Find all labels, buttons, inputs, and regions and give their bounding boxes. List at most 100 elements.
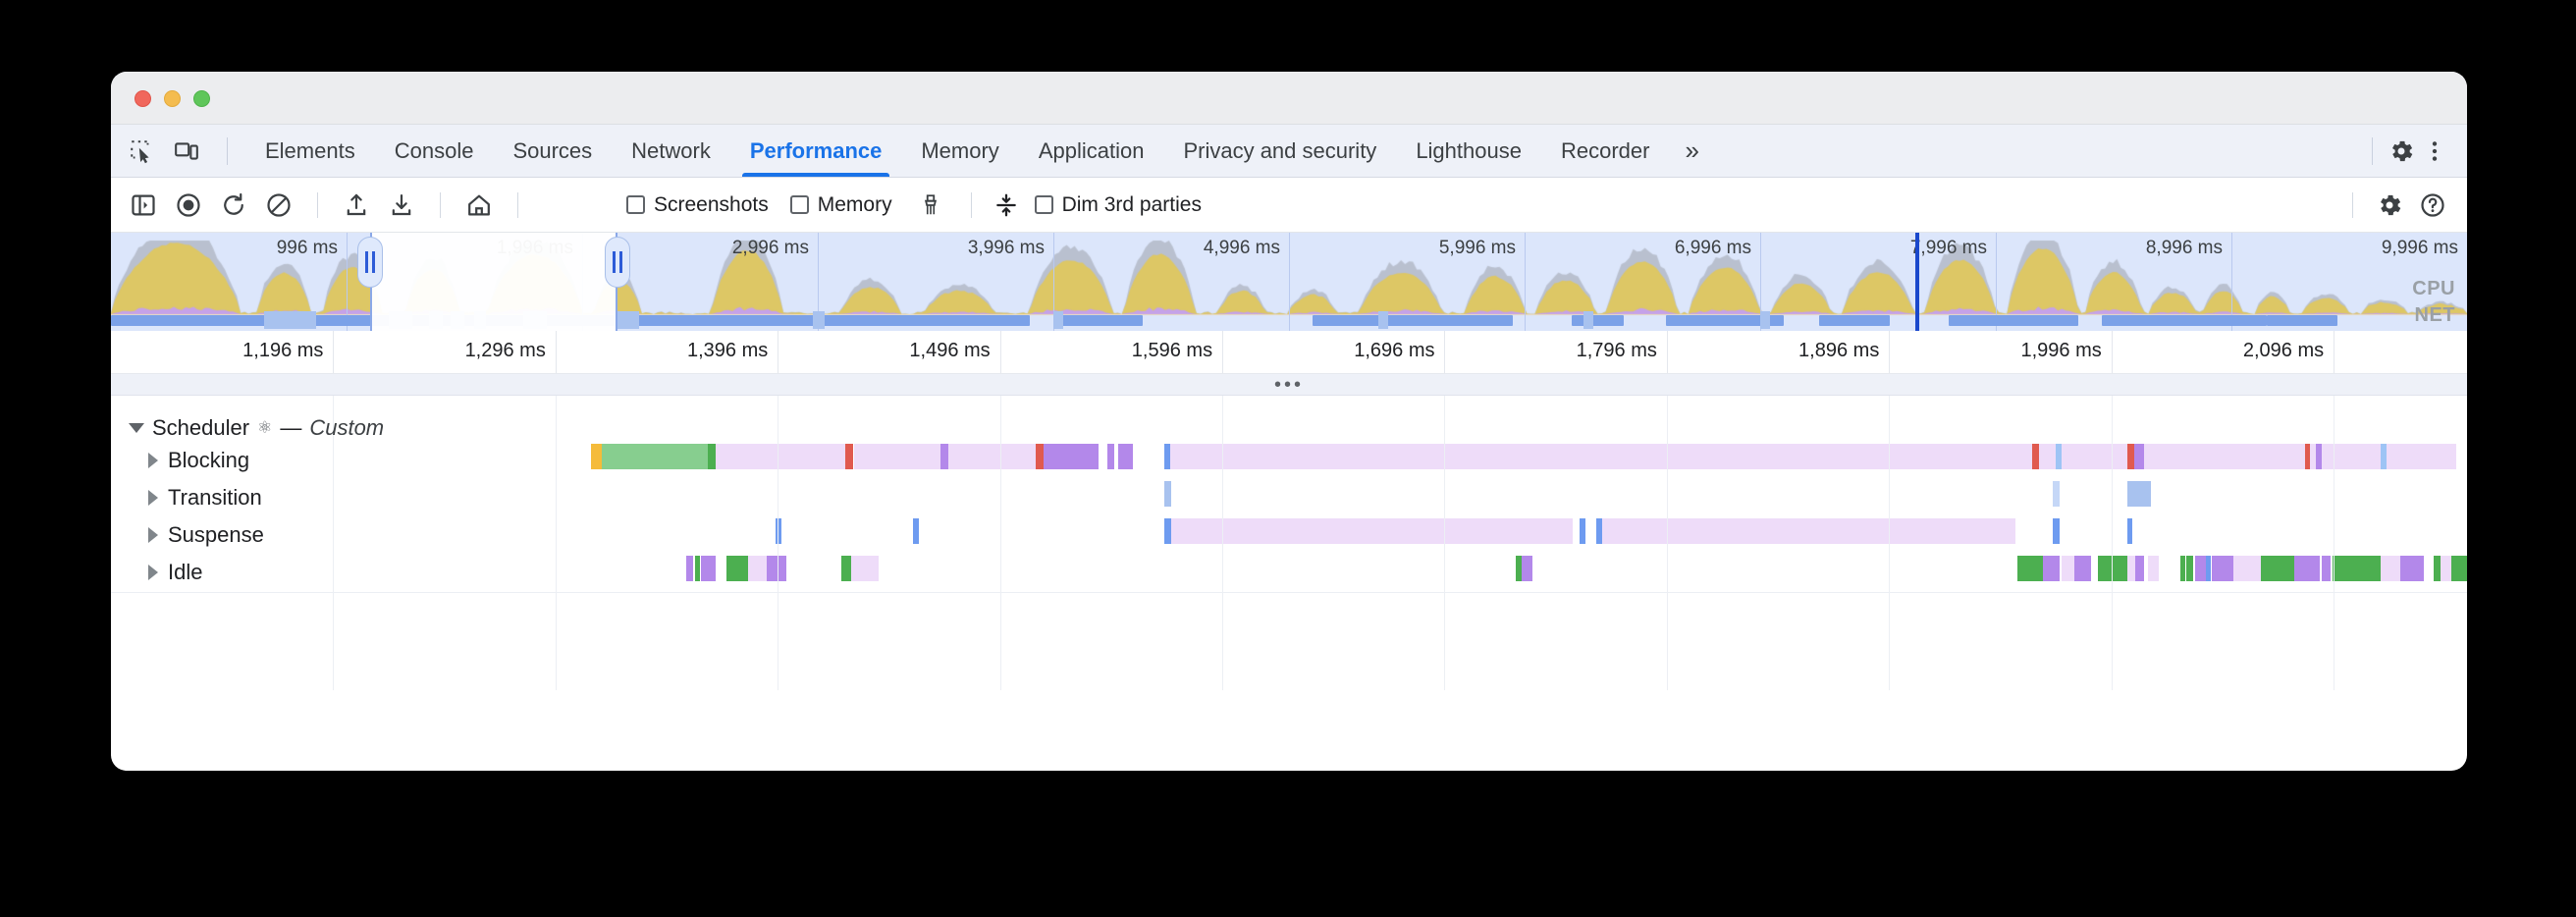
track-row-idle[interactable]: Idle xyxy=(148,560,202,585)
device-toolbar-icon[interactable] xyxy=(172,136,201,166)
flame-bar[interactable] xyxy=(1164,481,1170,507)
flame-bar[interactable] xyxy=(2381,556,2399,581)
flame-bar[interactable] xyxy=(841,556,852,581)
kebab-menu-icon[interactable] xyxy=(2420,136,2449,166)
flame-bar[interactable] xyxy=(1522,556,1532,581)
flame-bar[interactable] xyxy=(1170,444,2456,469)
tab-application[interactable]: Application xyxy=(1019,125,1164,177)
flame-bar[interactable] xyxy=(2127,481,2151,507)
flame-bar[interactable] xyxy=(2127,556,2136,581)
flame-bar[interactable] xyxy=(2127,518,2132,544)
overview-selection[interactable] xyxy=(111,233,2467,331)
tab-lighthouse[interactable]: Lighthouse xyxy=(1396,125,1541,177)
flame-bar[interactable] xyxy=(2206,556,2211,581)
flame-bar[interactable] xyxy=(948,444,1035,469)
minimize-window-button[interactable] xyxy=(164,90,181,107)
flame-bar[interactable] xyxy=(2053,518,2059,544)
close-window-button[interactable] xyxy=(134,90,151,107)
flame-bar[interactable] xyxy=(2322,556,2331,581)
flame-bar[interactable] xyxy=(854,444,940,469)
flame-bar[interactable] xyxy=(2127,444,2135,469)
flame-bar[interactable] xyxy=(845,444,854,469)
track-group-scheduler[interactable]: Scheduler ⚛ — Custom xyxy=(129,415,384,441)
flame-bar[interactable] xyxy=(1052,444,1099,469)
flame-bar[interactable] xyxy=(726,556,748,581)
flame-bar[interactable] xyxy=(701,556,716,581)
flame-bar[interactable] xyxy=(2017,556,2043,581)
flame-bar[interactable] xyxy=(2212,556,2233,581)
flame-bar[interactable] xyxy=(2148,556,2159,581)
timeline-overview[interactable]: 996 ms1,996 ms2,996 ms3,996 ms4,996 ms5,… xyxy=(111,233,2467,331)
overview-selection-window[interactable] xyxy=(370,233,617,331)
flame-bar[interactable] xyxy=(2062,556,2074,581)
track-row-transition[interactable]: Transition xyxy=(148,485,262,511)
flame-bar[interactable] xyxy=(2261,556,2294,581)
chevron-right-icon[interactable] xyxy=(148,527,158,543)
tab-elements[interactable]: Elements xyxy=(245,125,375,177)
flame-bar[interactable] xyxy=(767,556,785,581)
flame-bar[interactable] xyxy=(2032,444,2040,469)
flame-bar[interactable] xyxy=(1118,444,1133,469)
collapse-tracks-icon[interactable] xyxy=(990,189,1023,222)
selection-handle-left[interactable] xyxy=(357,237,383,288)
flame-bar[interactable] xyxy=(2400,556,2424,581)
gear-icon[interactable] xyxy=(2387,136,2416,166)
flame-bar[interactable] xyxy=(748,556,767,581)
flame-bar[interactable] xyxy=(716,444,844,469)
tab-console[interactable]: Console xyxy=(375,125,494,177)
flame-bar[interactable] xyxy=(2180,556,2185,581)
selection-handle-right[interactable] xyxy=(605,237,630,288)
flame-bar[interactable] xyxy=(686,556,692,581)
flame-bar[interactable] xyxy=(2381,444,2386,469)
tab-privacy-and-security[interactable]: Privacy and security xyxy=(1163,125,1396,177)
flame-bar[interactable] xyxy=(2056,444,2062,469)
more-tabs-icon[interactable]: » xyxy=(1669,125,1714,177)
flame-bar[interactable] xyxy=(2135,556,2144,581)
sidebar-toggle-icon[interactable] xyxy=(127,189,160,222)
upload-profile-icon[interactable] xyxy=(340,189,373,222)
flame-bar[interactable] xyxy=(602,444,708,469)
flame-bar[interactable] xyxy=(2451,556,2467,581)
chevron-right-icon[interactable] xyxy=(148,453,158,468)
flame-bar[interactable] xyxy=(2043,556,2060,581)
memory-checkbox-box[interactable] xyxy=(790,195,809,214)
track-row-suspense[interactable]: Suspense xyxy=(148,522,264,548)
flame-bar[interactable] xyxy=(2195,556,2206,581)
chevron-right-icon[interactable] xyxy=(148,565,158,580)
expand-collapse-icon[interactable] xyxy=(129,423,144,433)
flame-bar[interactable] xyxy=(2074,556,2091,581)
tab-recorder[interactable]: Recorder xyxy=(1541,125,1669,177)
maximize-window-button[interactable] xyxy=(193,90,210,107)
flame-bar[interactable] xyxy=(2294,556,2320,581)
flame-bar[interactable] xyxy=(708,444,717,469)
flame-bar[interactable] xyxy=(2316,444,2322,469)
flame-bar[interactable] xyxy=(2441,556,2451,581)
tab-sources[interactable]: Sources xyxy=(493,125,612,177)
detail-time-ruler[interactable]: 1,196 ms1,296 ms1,396 ms1,496 ms1,596 ms… xyxy=(111,331,2467,374)
flame-bar[interactable] xyxy=(2233,556,2261,581)
help-icon[interactable] xyxy=(2416,189,2449,222)
collect-garbage-icon[interactable] xyxy=(914,189,947,222)
download-profile-icon[interactable] xyxy=(385,189,418,222)
gear-icon[interactable] xyxy=(2373,189,2406,222)
dim-3rd-parties-checkbox-box[interactable] xyxy=(1035,195,1053,214)
flame-bar[interactable] xyxy=(940,444,949,469)
screenshots-checkbox-box[interactable] xyxy=(626,195,645,214)
screenshots-checkbox[interactable]: Screenshots xyxy=(626,193,769,217)
clear-icon[interactable] xyxy=(262,189,295,222)
flame-bar[interactable] xyxy=(1171,518,1573,544)
overview-playhead[interactable] xyxy=(1915,233,1919,331)
tab-memory[interactable]: Memory xyxy=(901,125,1018,177)
tab-network[interactable]: Network xyxy=(612,125,730,177)
flame-bar[interactable] xyxy=(2305,444,2310,469)
memory-checkbox[interactable]: Memory xyxy=(790,193,892,217)
chevron-right-icon[interactable] xyxy=(148,490,158,506)
flame-bar[interactable] xyxy=(851,556,879,581)
record-icon[interactable] xyxy=(172,189,205,222)
flame-bar[interactable] xyxy=(2053,481,2059,507)
flame-bar[interactable] xyxy=(695,556,700,581)
flame-bar[interactable] xyxy=(1602,518,2014,544)
resize-drag-handle[interactable]: ••• xyxy=(111,374,2467,396)
flame-bar[interactable] xyxy=(913,518,919,544)
flame-bar[interactable] xyxy=(1044,444,1052,469)
